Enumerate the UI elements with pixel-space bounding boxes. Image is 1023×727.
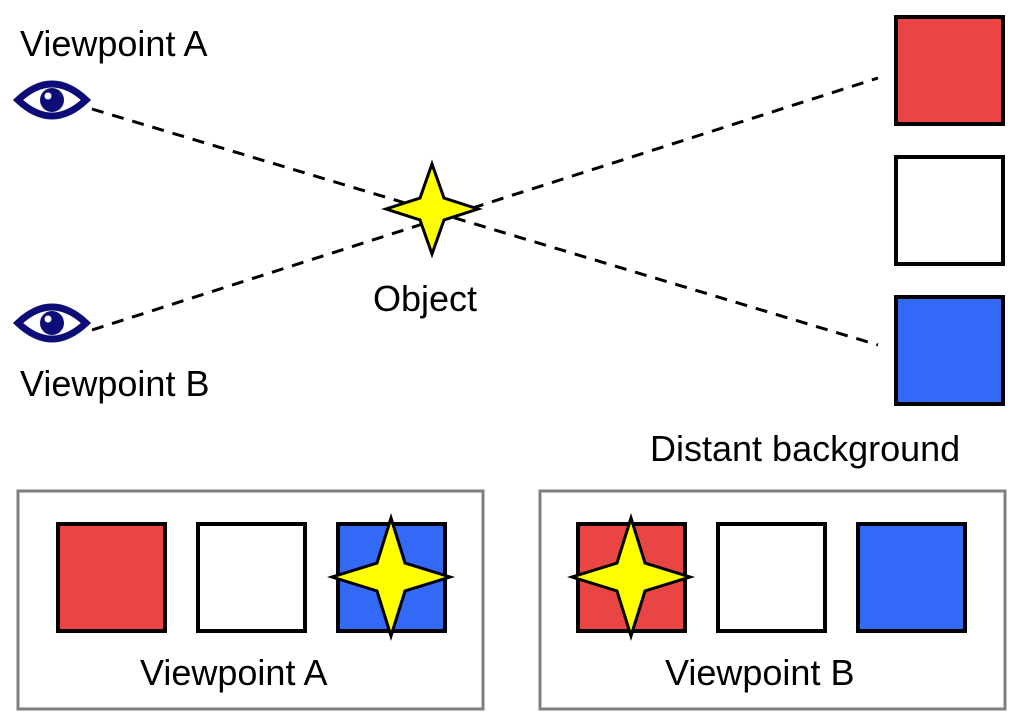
panel-square-white	[716, 522, 827, 633]
four-point-star-icon	[566, 512, 696, 642]
panel-a-label: Viewpoint A	[140, 652, 327, 693]
sight-lines	[91, 76, 879, 347]
eye-icon	[12, 80, 92, 120]
panel-frame	[538, 489, 1007, 711]
panel-b-label: Viewpoint B	[665, 652, 854, 693]
object-label: Object	[373, 278, 477, 319]
panel-square-white	[196, 522, 307, 633]
distant-background	[894, 15, 1005, 406]
panel-frame	[16, 489, 485, 711]
sight-line-a	[91, 107, 879, 347]
panel-viewpoint-a: Viewpoint A	[16, 489, 485, 711]
distant-background-label: Distant background	[650, 428, 960, 469]
panel-square-blue	[856, 522, 967, 633]
four-point-star-icon	[326, 512, 456, 642]
four-point-star-icon	[381, 159, 483, 259]
eye-icon	[12, 303, 92, 343]
viewpoint-b-label: Viewpoint B	[20, 363, 209, 404]
background-square-blue	[894, 295, 1005, 406]
background-square-white	[894, 155, 1005, 266]
viewpoint-a-label: Viewpoint A	[20, 23, 207, 64]
panel-viewpoint-b: Viewpoint B	[538, 489, 1007, 711]
sight-line-b	[91, 76, 879, 332]
panel-square-red	[56, 522, 167, 633]
background-square-red	[894, 15, 1005, 126]
